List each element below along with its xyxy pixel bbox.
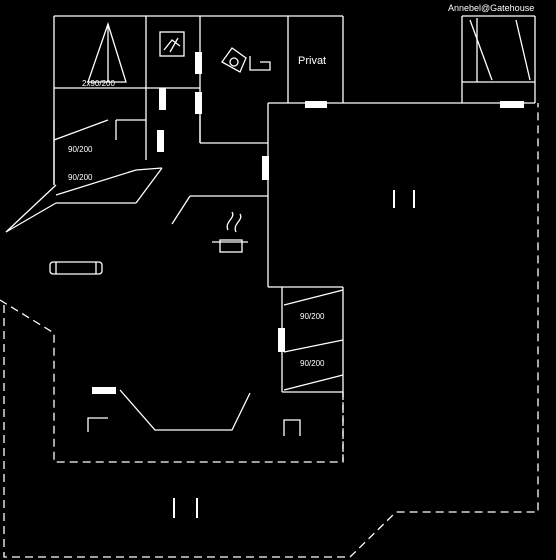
hall-walls — [171, 103, 343, 288]
toilet-icon — [221, 47, 247, 73]
room-label-bunk-right-top: 90/200 — [300, 312, 325, 321]
cooking-pot-icon — [212, 211, 248, 253]
terrace-outlines — [0, 103, 539, 558]
right-bunk-room-walls — [281, 287, 344, 393]
room-label-bunk-left-top: 90/200 — [68, 145, 93, 154]
page-title: Annebel@Gatehouse — [448, 3, 534, 13]
shower-icon — [159, 31, 185, 57]
left-bunk-room-walls — [5, 119, 163, 233]
room-label-bunk-left-bottom: 90/200 — [68, 173, 93, 182]
sofa-icon — [49, 261, 103, 275]
bay-walls — [87, 389, 301, 436]
upper-wing-walls — [53, 15, 344, 185]
room-label-utility: Privat — [298, 55, 326, 67]
sink-icon — [249, 56, 271, 71]
bed-icon — [87, 21, 127, 83]
room-label-bunk-right-bottom: 90/200 — [300, 359, 325, 368]
annex-walls — [343, 15, 536, 104]
room-label-bed-top-left: 2x90/200 — [82, 79, 115, 88]
doors — [92, 52, 524, 394]
stair-marks — [173, 190, 415, 518]
